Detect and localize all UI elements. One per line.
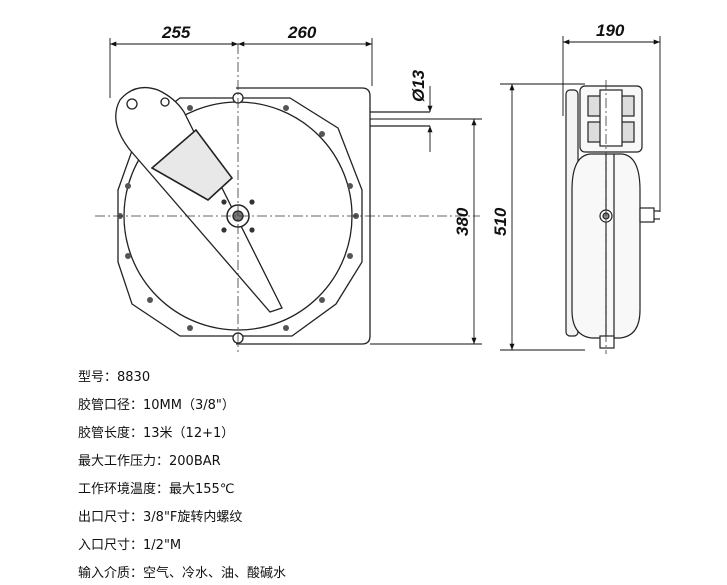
spec-value: 200BAR <box>169 454 221 469</box>
swivel-arm <box>115 86 283 313</box>
dim-depth: 190 <box>596 21 625 40</box>
dim-hose-diameter: Ø13 <box>409 69 428 102</box>
spec-temperature: 工作环境温度：最大155℃ <box>78 478 234 497</box>
spec-max-pressure: 最大工作压力：200BAR <box>78 450 221 469</box>
spec-value: 最大155℃ <box>169 482 235 497</box>
spec-hose-diameter: 胶管口径：10MM（3/8"） <box>78 394 235 413</box>
spec-label: 输入介质： <box>78 566 144 581</box>
spec-outlet: 出口尺寸：3/8"F旋转内螺纹 <box>78 506 242 525</box>
spec-label: 胶管口径： <box>78 398 144 413</box>
spec-label: 胶管长度： <box>78 426 144 441</box>
spec-label: 工作环境温度： <box>78 482 170 497</box>
spec-value: 3/8"F旋转内螺纹 <box>143 510 243 525</box>
spec-value: 13米（12+1） <box>143 426 235 441</box>
spec-value: 8830 <box>117 370 151 385</box>
side-view <box>565 85 660 349</box>
spec-label: 型号： <box>78 370 118 385</box>
spec-value: 1/2"M <box>143 538 182 553</box>
technical-drawing: 255 260 Ø13 380 510 190 <box>95 21 661 354</box>
spec-inlet: 入口尺寸：1/2"M <box>78 534 181 553</box>
spec-label: 入口尺寸： <box>78 538 144 553</box>
spec-model: 型号：8830 <box>78 366 150 385</box>
spec-value: 空气、冷水、油、酸碱水 <box>143 566 287 581</box>
spec-hose-length: 胶管长度：13米（12+1） <box>78 422 234 441</box>
spec-label: 最大工作压力： <box>78 454 170 469</box>
spec-label: 出口尺寸： <box>78 510 144 525</box>
dim-width-left: 255 <box>161 23 191 42</box>
arm-window <box>150 128 234 201</box>
dim-total-height: 510 <box>491 207 510 236</box>
dim-bracket-height: 380 <box>453 207 472 236</box>
reel-housing <box>117 97 363 337</box>
spec-medium: 输入介质：空气、冷水、油、酸碱水 <box>78 562 286 581</box>
spec-value: 10MM（3/8"） <box>143 398 235 413</box>
dim-width-right: 260 <box>287 23 317 42</box>
